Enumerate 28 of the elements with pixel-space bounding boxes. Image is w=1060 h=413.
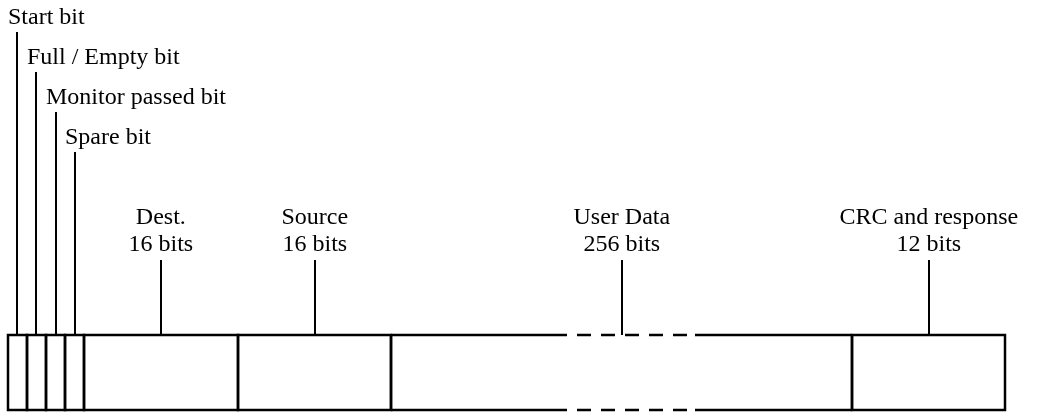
- field-label: Monitor passed bit: [46, 83, 226, 110]
- field-label: Full / Empty bit: [27, 43, 180, 70]
- bit-count: 12 bits: [895, 230, 963, 257]
- bit-count: 256 bits: [582, 230, 662, 257]
- field-segment: [6, 333, 29, 412]
- leader-line: [621, 259, 623, 336]
- field-label: Start bit: [8, 3, 85, 30]
- field-segment: [44, 333, 67, 412]
- field-segment: [82, 333, 240, 412]
- field-label: CRC and response: [839, 203, 1019, 230]
- field-segment: [389, 333, 854, 412]
- leader-line: [74, 151, 76, 336]
- field-segment: [25, 333, 48, 412]
- field-label: Source: [281, 203, 349, 230]
- bit-count: 16 bits: [128, 230, 194, 257]
- bit-count: 16 bits: [281, 230, 349, 257]
- leader-line: [314, 259, 316, 336]
- field-label: User Data: [573, 203, 671, 230]
- leader-line: [35, 71, 37, 336]
- leader-line: [160, 259, 162, 336]
- leader-line: [16, 31, 18, 336]
- field-label: Dest.: [134, 203, 187, 230]
- field-segment: [63, 333, 86, 412]
- field-segment: [850, 333, 1007, 412]
- field-label: Spare bit: [65, 123, 151, 150]
- field-segment: [236, 333, 393, 412]
- leader-line: [928, 259, 930, 336]
- leader-line: [55, 111, 57, 336]
